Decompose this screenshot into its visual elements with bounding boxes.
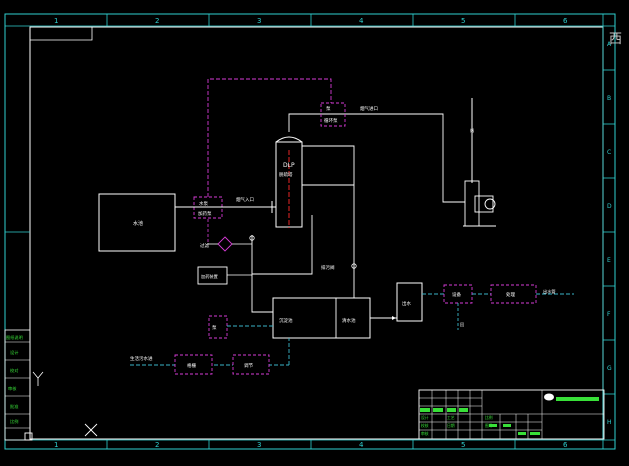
title-cell: 图号 [485, 423, 493, 428]
dashed-box-1-label: 设备 [452, 291, 461, 298]
legend-item: 审核 [8, 385, 17, 392]
bottom-ruler-label: 1 [54, 441, 58, 449]
left-legend-rows [5, 341, 30, 429]
title-green-bar [556, 397, 599, 401]
viewcube-label[interactable]: 西 [609, 32, 623, 47]
legend-item: 校对 [10, 367, 18, 374]
left-tank-label: 水池 [133, 220, 143, 227]
left-pump-top: 水泵 [199, 200, 208, 207]
right-ruler-label: E [607, 257, 611, 264]
settle-right-label: 清水池 [342, 317, 356, 324]
filter-symbol [217, 236, 233, 252]
top-exhaust-line [288, 113, 465, 203]
ruler-ticks [5, 14, 615, 449]
right-ruler-label: G [607, 365, 612, 372]
title-cell: 审核 [421, 431, 429, 436]
outer-frame [4, 13, 616, 450]
inner-frame [29, 26, 604, 440]
ucs-origin [24, 432, 33, 441]
bottom-box-2-label: 调节 [244, 362, 253, 369]
left-pump-box [193, 196, 223, 219]
title-block[interactable] [418, 389, 605, 440]
crosshair-cursor-icon [84, 423, 98, 437]
valve-left [249, 235, 255, 241]
top-ruler-label: 3 [257, 17, 261, 25]
bottom-inflow-label: 生活污水进 [130, 355, 153, 362]
left-legend [4, 329, 31, 441]
fan-motor [484, 198, 496, 210]
top-ruler-label: 4 [359, 17, 364, 25]
dashed-box-2-label: 处理 [506, 291, 515, 298]
right-ruler-label: H [607, 419, 612, 426]
title-block-green-fill [420, 408, 540, 435]
title-cell: 工艺 [447, 415, 455, 420]
legend-item: 批准 [10, 403, 18, 410]
right-ruler-label: F [607, 311, 611, 318]
legend-item: 设计 [10, 349, 18, 356]
bottom-ruler-label: 4 [359, 441, 364, 449]
bottom-box-1 [174, 354, 213, 375]
bottom-ruler: 1 2 3 4 5 6 [54, 441, 568, 449]
top-pump-bottom: 循环泵 [324, 117, 338, 124]
vertical-label: 回 [460, 322, 464, 328]
chimney-label: 烟 [470, 127, 474, 133]
left-tank [98, 193, 176, 252]
small-pump-label: 泵 [212, 325, 217, 331]
title-cell: 校核 [421, 423, 429, 428]
fan-housing [474, 195, 494, 213]
settle-left-label: 沉淀池 [279, 317, 293, 324]
logo-icon [544, 393, 554, 401]
drain-label: 排污阀 [321, 264, 335, 271]
right-ruler-label: A [607, 41, 612, 48]
bottom-ruler-label: 5 [461, 441, 465, 449]
corner-box [30, 27, 93, 41]
outlet-box [396, 282, 423, 322]
top-ruler-label: 5 [461, 17, 465, 25]
right-ruler: A B C D E F G H [607, 41, 612, 426]
outlet-arrow [392, 316, 396, 320]
top-pump-box [320, 102, 346, 127]
ucs-y-axis-icon [32, 371, 44, 379]
tower-bottom-line [251, 215, 313, 275]
bottom-ruler-label: 2 [155, 441, 159, 449]
valve-right [351, 263, 357, 269]
tower-sublabel: 脱硫塔 [279, 171, 293, 178]
legend-item: 图纸说明 [6, 334, 23, 341]
tower-label: DLP [283, 162, 295, 169]
bottom-ruler-label: 6 [563, 441, 568, 449]
outlet-box-label: 出水 [402, 300, 411, 307]
title-block-grid [419, 390, 604, 439]
top-ruler-label: 6 [563, 17, 568, 25]
bottom-ruler-label: 3 [257, 441, 261, 449]
left-pump-bottom: 加药泵 [198, 210, 212, 217]
top-ruler: 1 2 3 4 5 6 [54, 17, 568, 25]
bottom-box-1-label: 格栅 [187, 362, 196, 369]
tower-cap [275, 136, 303, 143]
fan-base [464, 180, 480, 227]
right-ruler-label: B [607, 95, 611, 102]
right-ruler-label: C [607, 149, 611, 156]
chem-dosing-label: 加药装置 [201, 273, 218, 280]
title-cell: 比例 [485, 415, 493, 420]
feed-line-label: 烟气入口 [236, 196, 254, 203]
return-line [302, 145, 355, 298]
settling-tank [272, 297, 371, 339]
chem-dosing-box [197, 266, 228, 285]
top-line-label: 烟气进口 [360, 105, 378, 112]
right-ruler-label: D [607, 203, 612, 210]
title-cell: 设计 [421, 415, 429, 420]
dashed-box-2 [490, 284, 537, 304]
bottom-box-2 [232, 354, 270, 375]
tank-feed-line [251, 274, 273, 313]
legend-item: 比例 [10, 418, 18, 425]
outflow-label: 出水管 [543, 288, 556, 295]
recirculation-dashed-line [207, 78, 332, 197]
top-ruler-label: 1 [54, 17, 58, 25]
title-cell: 日期 [447, 423, 455, 428]
top-pump-top: 泵 [326, 106, 331, 112]
filter-label: 过滤 [200, 242, 209, 249]
top-ruler-label: 2 [155, 17, 159, 25]
